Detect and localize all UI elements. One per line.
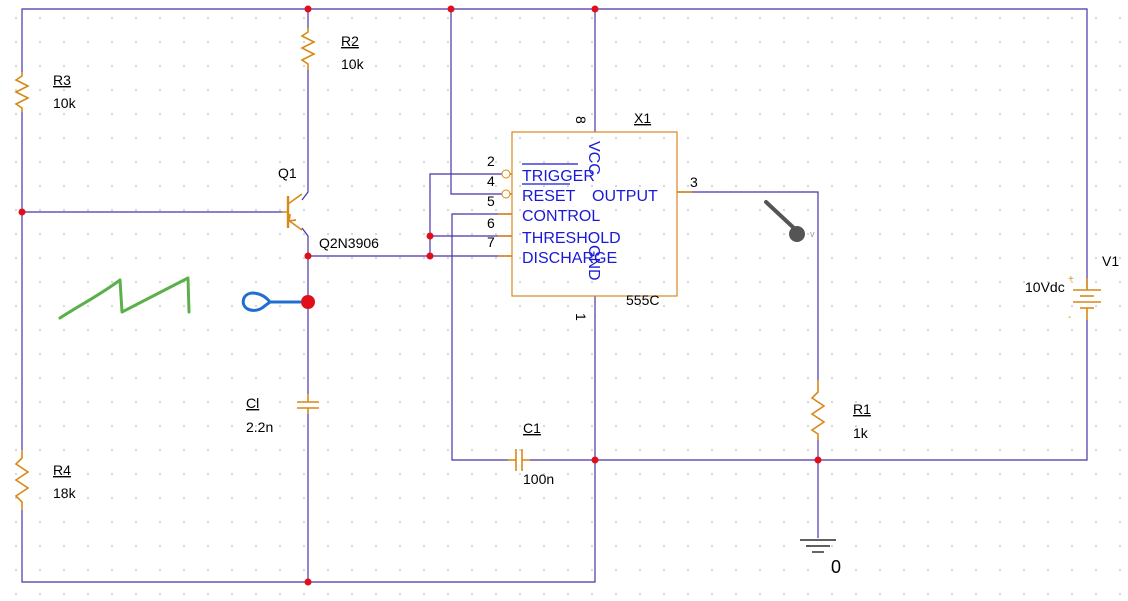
r2-ref: R2 bbox=[341, 33, 359, 49]
resistor-r2[interactable]: R2 10k bbox=[300, 28, 365, 72]
label-threshold: THRESHOLD bbox=[522, 230, 621, 247]
q1-ref: Q1 bbox=[278, 165, 297, 181]
pin-number-threshold: 6 bbox=[487, 215, 495, 231]
r2-value: 10k bbox=[341, 56, 365, 72]
wire-output bbox=[678, 191, 819, 380]
pin-number-gnd: 1 bbox=[573, 313, 589, 321]
junction-dots bbox=[18, 5, 822, 586]
r1-ref: R1 bbox=[853, 401, 871, 417]
v1-minus-sign: - bbox=[1068, 312, 1071, 323]
probe-node-dot bbox=[301, 295, 315, 309]
transistor-q1[interactable]: Q1 Q2N3906 bbox=[278, 165, 379, 251]
wire-control bbox=[451, 213, 512, 461]
reset-inversion-bubble bbox=[501, 189, 511, 199]
label-output: OUTPUT bbox=[592, 188, 658, 205]
svg-text:v: v bbox=[810, 229, 815, 239]
label-discharge: DISCHARGE bbox=[522, 250, 617, 267]
r1-value: 1k bbox=[853, 425, 869, 441]
v1-plus-sign: + bbox=[1068, 274, 1074, 285]
x1-ref: X1 bbox=[634, 110, 651, 126]
pin-number-control-left: 5 bbox=[487, 193, 495, 209]
capacitor-c1[interactable]: C1 100n bbox=[508, 420, 554, 487]
pin-number-discharge: 7 bbox=[487, 234, 495, 250]
v1-value: 10Vdc bbox=[1025, 279, 1065, 295]
r3-value: 10k bbox=[53, 95, 77, 111]
label-trigger: TRIGGER bbox=[522, 168, 595, 185]
cl-value: 2.2n bbox=[246, 419, 273, 435]
ground-label: 0 bbox=[831, 557, 841, 577]
wire-v1-bottom bbox=[595, 320, 1088, 461]
sawtooth-sketch bbox=[58, 276, 191, 320]
wire-collector-node bbox=[301, 227, 309, 394]
pin-number-vcc: 8 bbox=[573, 116, 589, 124]
c1-value: 100n bbox=[523, 471, 554, 487]
pin-number-output: 3 bbox=[690, 174, 698, 190]
r4-ref: R4 bbox=[53, 462, 71, 478]
c1-ref: C1 bbox=[523, 420, 541, 436]
probe-sketch-marker bbox=[241, 291, 302, 312]
resistor-r1[interactable]: R1 1k bbox=[810, 380, 871, 441]
voltage-source-v1[interactable]: + - V1 10Vdc bbox=[1025, 253, 1119, 323]
wire-reset bbox=[450, 9, 506, 195]
q1-model: Q2N3906 bbox=[319, 235, 379, 251]
voltage-probe-icon[interactable]: v bbox=[764, 200, 815, 242]
capacitor-cl[interactable]: Cl 2.2n bbox=[246, 394, 319, 435]
label-reset: RESET bbox=[522, 188, 576, 205]
label-gnd: GND bbox=[585, 245, 602, 281]
x1-model: 555C bbox=[626, 292, 659, 308]
label-control: CONTROL bbox=[522, 208, 600, 225]
v1-ref: V1 bbox=[1102, 253, 1119, 269]
resistor-r4[interactable]: R4 18k bbox=[14, 450, 77, 510]
ground-symbol[interactable]: 0 bbox=[800, 539, 841, 577]
resistor-r3[interactable]: R3 10k bbox=[14, 72, 77, 112]
label-vcc: VCC bbox=[585, 141, 602, 175]
r3-ref: R3 bbox=[53, 72, 71, 88]
wire-r2-to-emitter bbox=[301, 70, 309, 201]
cl-ref: Cl bbox=[246, 395, 259, 411]
r4-value: 18k bbox=[53, 485, 77, 501]
wire-top-rail bbox=[21, 8, 1088, 290]
pin-number-trigger: 2 bbox=[487, 153, 495, 169]
trigger-inversion-bubble bbox=[501, 169, 511, 179]
ic-555-x1[interactable]: X1 555C 2 4 5 6 7 3 8 1 TRIGGER RESET OU… bbox=[487, 110, 698, 321]
pin-number-reset: 4 bbox=[487, 173, 495, 189]
wire-trigger bbox=[429, 173, 506, 256]
